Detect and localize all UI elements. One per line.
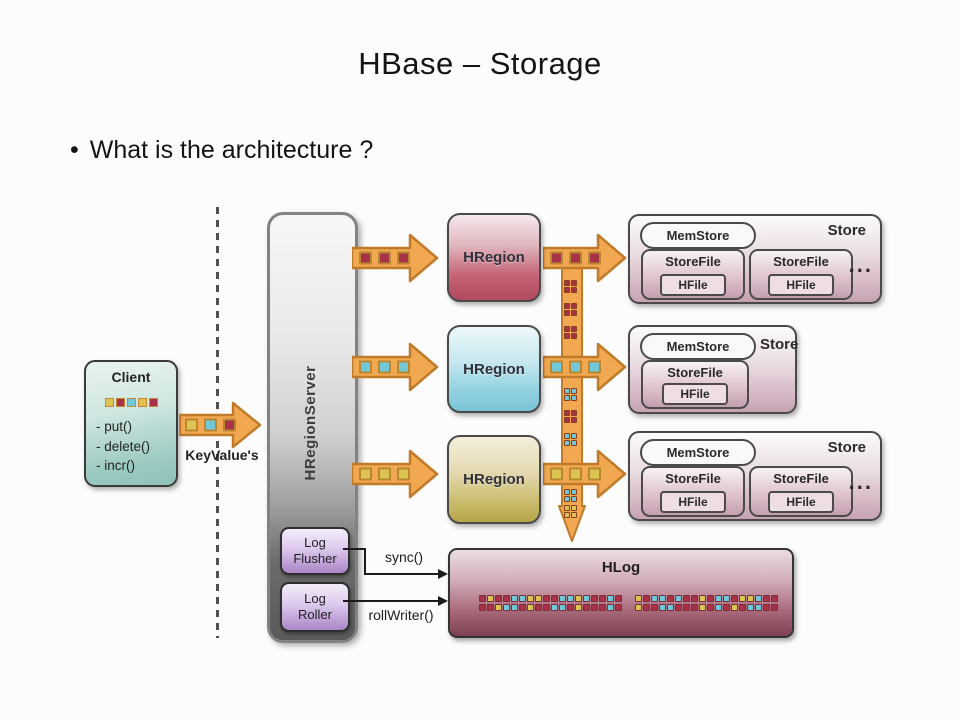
log-roller-box: Log Roller	[280, 582, 350, 632]
client-method-put: - put()	[96, 419, 133, 434]
ellipsis-more-storefiles: ...	[848, 252, 873, 277]
hlog-square-group-1	[479, 595, 622, 611]
storefile-label: StoreFile	[773, 254, 829, 269]
arrow-squares	[550, 360, 601, 374]
ellipsis-more-storefiles: ...	[848, 469, 873, 494]
keyvalues-label: KeyValue's	[185, 447, 259, 463]
client-keyvalue-squares	[86, 398, 176, 407]
bullet-line: • What is the architecture ?	[70, 136, 373, 165]
storefile-label: StoreFile	[773, 471, 829, 486]
hfile-box: HFile	[768, 491, 834, 513]
sync-line-segment	[343, 548, 366, 550]
log-flusher-box: Log Flusher	[280, 527, 350, 575]
keyvalue-arrow-shape	[179, 401, 262, 449]
sync-label: sync()	[384, 549, 424, 565]
hregion-label: HRegion	[463, 360, 525, 378]
storefile-label: StoreFile	[667, 365, 723, 380]
hfile-box: HFile	[660, 274, 726, 296]
client-box: Client - put() - delete() - incr()	[84, 360, 178, 487]
arrow-shape	[543, 449, 627, 499]
arrow-squares	[550, 467, 601, 481]
server-to-hregion-arrow-2	[352, 341, 440, 393]
arrow-shape	[543, 342, 627, 392]
arrow-squares	[550, 251, 601, 265]
client-method-incr: - incr()	[96, 458, 135, 474]
hregion-to-store-arrow-2	[543, 341, 628, 393]
client-method-delete: - delete()	[96, 438, 151, 454]
memstore-oval: MemStore	[640, 222, 756, 249]
rollwriter-label: rollWriter()	[368, 607, 434, 623]
hregionserver-box: HRegionServer Log Flusher Log Roller	[267, 212, 358, 643]
arrow-shape	[543, 233, 627, 283]
log-flusher-line2: Flusher	[293, 551, 337, 566]
memstore-label: MemStore	[666, 228, 730, 243]
storefile-label: StoreFile	[665, 254, 721, 269]
storefile-box: StoreFile HFile	[749, 466, 853, 517]
store-label: Store	[760, 336, 799, 353]
keyvalue-arrow-squares	[185, 418, 236, 432]
hregion-label: HRegion	[463, 249, 525, 266]
hregion-to-store-arrow-3	[543, 448, 628, 500]
arrow-squares	[359, 467, 410, 481]
rollwriter-arrowhead-icon	[438, 596, 448, 606]
hlog-square-group-2	[635, 595, 778, 611]
sync-line-segment	[364, 548, 366, 575]
memstore-label: MemStore	[666, 339, 730, 354]
server-to-hregion-arrow-1	[352, 232, 440, 284]
arrow-shape	[352, 233, 439, 283]
arrow-squares	[359, 251, 410, 265]
sync-line-segment	[364, 573, 440, 575]
store-box-2: MemStore Store StoreFile HFile	[628, 325, 799, 414]
arrow-shape	[352, 449, 439, 499]
memstore-label: MemStore	[666, 445, 730, 460]
store-label: Store	[827, 439, 866, 456]
storefile-label: StoreFile	[665, 471, 721, 486]
storefile-box: StoreFile HFile	[641, 466, 745, 517]
client-label: Client	[111, 369, 151, 385]
hlog-keyvalue-squares	[479, 595, 778, 611]
hregion-box-1: HRegion	[447, 213, 541, 302]
hlog-label: HLog	[601, 559, 641, 576]
log-flusher-line1: Log	[304, 535, 326, 551]
storefile-box: StoreFile HFile	[641, 360, 749, 409]
log-roller-line1: Log	[304, 591, 326, 607]
client-methods: - put() - delete() - incr()	[96, 417, 176, 476]
store-label: Store	[827, 222, 866, 239]
hfile-box: HFile	[768, 274, 834, 296]
rollwriter-line-segment	[343, 600, 440, 602]
bullet-marker: •	[70, 136, 79, 164]
storefile-box: StoreFile HFile	[641, 249, 745, 300]
arrow-squares	[359, 360, 410, 374]
arrow-shape	[352, 342, 439, 392]
hregion-to-store-arrow-1	[543, 232, 628, 284]
page-title: HBase – Storage	[358, 46, 602, 81]
hregion-label: HRegion	[463, 471, 525, 488]
store-box-3: MemStore Store StoreFile HFile StoreFile…	[628, 431, 882, 521]
log-roller-line2: Roller	[298, 607, 332, 622]
hregionserver-label: HRegionServer	[302, 365, 319, 481]
storefile-box: StoreFile HFile	[749, 249, 853, 300]
server-to-hregion-arrow-3	[352, 448, 440, 500]
hfile-box: HFile	[662, 383, 728, 405]
memstore-oval: MemStore	[640, 439, 756, 466]
hregion-box-2: HRegion	[447, 325, 541, 413]
hregion-box-3: HRegion	[447, 435, 541, 524]
memstore-oval: MemStore	[640, 333, 756, 360]
hlog-box: HLog	[448, 548, 794, 638]
sync-arrowhead-icon	[438, 569, 448, 579]
hfile-box: HFile	[660, 491, 726, 513]
store-box-1: MemStore Store StoreFile HFile StoreFile…	[628, 214, 882, 304]
bullet-text: What is the architecture ?	[89, 136, 374, 164]
keyvalue-arrow	[179, 401, 263, 449]
